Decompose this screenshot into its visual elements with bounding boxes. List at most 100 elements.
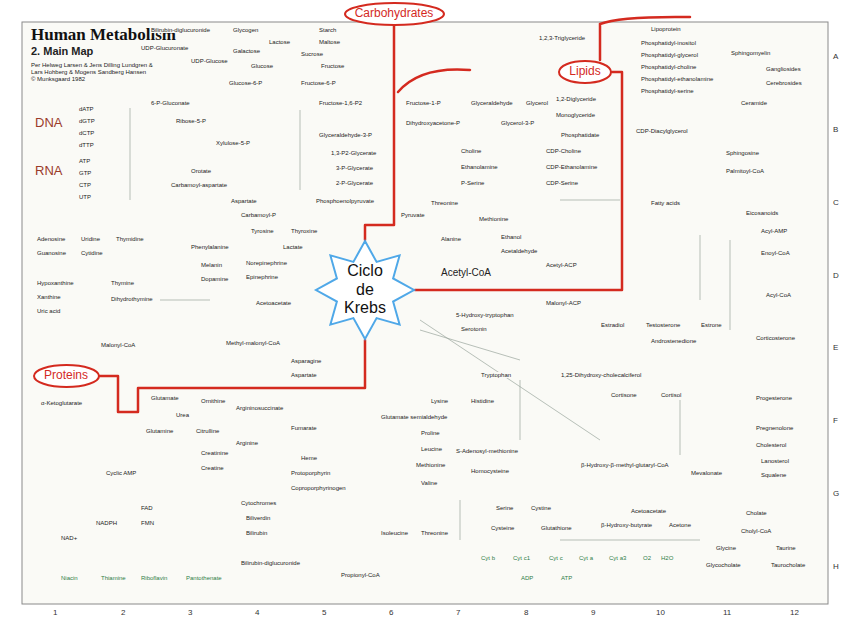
metabolite-label: Leucine (420, 446, 443, 452)
metabolite-label: Glycerol-3-P (500, 120, 535, 126)
metabolite-label: Cysteine (490, 525, 515, 531)
red-stroke (398, 69, 470, 92)
metabolite-label: Choline (460, 148, 482, 154)
grid-reference: E (832, 344, 839, 352)
metabolite-label: 3-P-Glycerate (335, 165, 374, 171)
grid-reference: 8 (523, 609, 529, 617)
metabolite-label: Lanosterol (760, 458, 790, 464)
metabolite-label: Valine (420, 480, 438, 486)
grid-reference: 9 (590, 609, 596, 617)
metabolite-label: Glutamate semialdehyde (380, 414, 448, 420)
metabolite-label: Sucrose (300, 51, 324, 57)
pathway-line (300, 110, 301, 190)
metabolite-label: Melanin (200, 262, 223, 268)
metabolite-label: dCTP (78, 130, 95, 136)
pathway-line (700, 235, 701, 300)
metabolite-label: Fatty acids (650, 200, 681, 206)
category-name: Lipids (558, 65, 612, 79)
metabolite-label: Taurocholate (770, 562, 806, 568)
metabolite-label: Corticosterone (755, 335, 796, 341)
metabolite-label: CTP (78, 182, 92, 188)
grid-reference: 10 (655, 609, 666, 617)
metabolite-label: Serine (495, 505, 514, 511)
metabolite-label: Lysine (430, 398, 449, 404)
metabolite-label: Cyt c1 (512, 555, 531, 561)
metabolite-label: 5-Hydroxy-tryptophan (455, 312, 515, 318)
grid-reference: 3 (187, 609, 193, 617)
metabolite-label: Coproporphyrinogen (290, 485, 347, 491)
pathway-line (730, 240, 731, 330)
metabolite-label: Cortisone (610, 392, 638, 398)
metabolite-label: Bilirubin-diglucuronide (150, 27, 211, 33)
metabolite-label: Phenylalanine (190, 244, 230, 250)
section-label: 2. Main Map (30, 46, 94, 58)
metabolite-label: Maltose (318, 39, 341, 45)
metabolite-label: Cholate (745, 510, 768, 516)
metabolite-label: Acyl-AMP (760, 228, 788, 234)
metabolite-label: dATP (78, 106, 95, 112)
category-ellipse: Proteins (33, 364, 100, 388)
metabolite-label: H2O (660, 555, 674, 561)
pathway-line (520, 380, 521, 440)
pathway-line (420, 330, 520, 360)
metabolite-label: Xylulose-5-P (215, 140, 251, 146)
metabolite-label: Ribose-5-P (175, 118, 207, 124)
metabolite-label: Argininosuccinate (235, 405, 284, 411)
metabolite-label: Protoporphyrin (290, 470, 331, 476)
metabolite-label: Urea (175, 412, 190, 418)
metabolite-label: Phosphatidyl-ethanolamine (640, 76, 714, 82)
metabolite-label: Eicosanoids (745, 210, 779, 216)
metabolite-label: Epinephrine (245, 274, 279, 280)
metabolite-label: Cerebrosides (765, 80, 803, 86)
metabolite-label: Carbamoyl-aspartate (170, 182, 228, 188)
pathway-line (460, 500, 461, 540)
metabolite-label: Heme (300, 455, 318, 461)
metabolite-label: Methionine (478, 216, 509, 222)
metabolite-label: Galactose (232, 48, 261, 54)
metabolite-label: Norepinephrine (245, 260, 288, 266)
metabolite-label: 1,25-Dihydroxy-cholecalciferol (560, 372, 642, 378)
metabolite-label: Cyt a3 (608, 555, 627, 561)
metabolite-label: 1,3-P2-Glycerate (330, 150, 377, 156)
metabolite-label: Citrulline (195, 428, 220, 434)
metabolite-label: Gangliosides (765, 66, 802, 72)
metabolite-label: Phosphatidyl-serine (640, 88, 695, 94)
metabolite-label: Bilirubin-diglucuronide (240, 560, 301, 566)
metabolite-label: Progesterone (755, 395, 793, 401)
metabolite-label: Phosphoenolpyruvate (315, 198, 375, 204)
metabolite-label: Glyceraldehyde (470, 100, 514, 106)
grid-reference: H (832, 563, 840, 571)
metabolite-label: Fructose (320, 63, 345, 69)
metabolite-label: CDP-Serine (545, 180, 579, 186)
metabolite-label: Thyroxine (290, 228, 318, 234)
metabolite-label: Squalene (760, 472, 787, 478)
metabolite-label: Thiamine (100, 575, 127, 581)
grid-reference: F (832, 417, 839, 425)
metabolite-label: Thymidine (115, 236, 145, 242)
grid-reference: 11 (722, 609, 732, 617)
metabolite-label: Phosphatidyl-choline (640, 64, 697, 70)
metabolite-label: Riboflavin (140, 575, 168, 581)
metabolite-label: Histidine (470, 398, 495, 404)
ellipse-shape (34, 365, 99, 387)
metabolite-label: Acyl-CoA (765, 292, 792, 298)
metabolite-label: Dihydroxyacetone-P (405, 120, 461, 126)
metabolite-label: Acetoacetate (255, 300, 292, 306)
metabolite-label: Glucose (250, 63, 274, 69)
metabolite-label: Malonyl-ACP (545, 300, 582, 306)
category-name: Proteins (33, 369, 100, 383)
metabolite-label: Cytochromes (240, 500, 277, 506)
pathway-line (680, 400, 681, 455)
metabolite-label: Cortisol (660, 392, 682, 398)
metabolite-label: Glutamine (145, 428, 174, 434)
red-connector (415, 72, 622, 290)
metabolite-label: Dopamine (200, 276, 229, 282)
metabolite-label: CDP-Choline (545, 148, 582, 154)
category-ellipse: Carbohydrates (344, 2, 445, 26)
metabolite-label: Homocysteine (470, 468, 510, 474)
pathway-line (420, 320, 600, 440)
metabolite-label: Cyclic AMP (105, 470, 137, 476)
metabolite-label: Glutathione (540, 525, 573, 531)
metabolite-label: Methionine (415, 462, 446, 468)
metabolite-label: Orotate (190, 168, 212, 174)
